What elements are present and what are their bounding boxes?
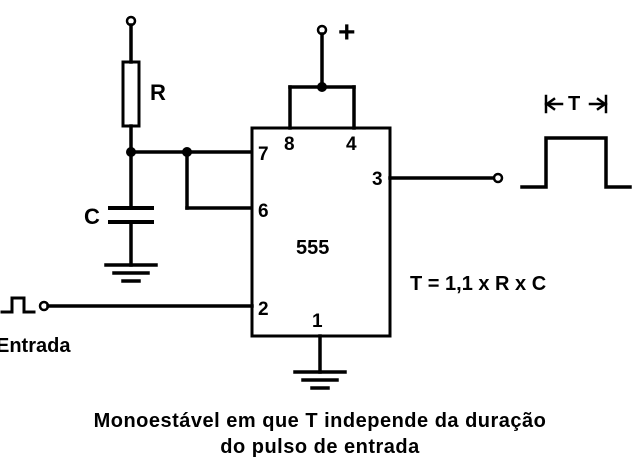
pin-6-label: 6	[258, 201, 269, 222]
supply-label: +	[338, 16, 356, 49]
input-pulse-waveform	[0, 296, 36, 314]
ic-555-body	[250, 126, 392, 338]
resistor	[121, 60, 141, 128]
pin-2-label: 2	[258, 299, 269, 320]
caption-line-1: Monoestável em que T independe da duraçã…	[93, 410, 547, 432]
resistor-label: R	[150, 80, 166, 105]
ground-symbol-ic	[293, 370, 347, 390]
circuit-diagram: + R C 555 8 4 7 6 3 2 1 T = 1,1 x R x C …	[0, 15, 632, 390]
capacitor-label: C	[84, 204, 100, 229]
junction-dot-supply	[317, 82, 327, 92]
period-marker	[544, 94, 608, 114]
junction-dot-rc	[126, 147, 136, 157]
pin-8-label: 8	[284, 134, 295, 155]
pin-3-label: 3	[372, 169, 383, 190]
ground-symbol-capacitor	[104, 263, 158, 283]
period-label: T	[568, 93, 580, 115]
ic-label: 555	[296, 237, 329, 259]
caption-line-2: do pulso de entrada	[220, 436, 420, 458]
junction-dot-pin7-pin6	[182, 147, 192, 157]
output-pulse-waveform	[520, 136, 632, 189]
capacitor-branch	[108, 150, 154, 267]
pin-7-label: 7	[258, 144, 269, 165]
pin-1-label: 1	[312, 311, 323, 332]
resistor-branch	[121, 15, 141, 154]
output-terminal	[492, 172, 504, 184]
formula-label: T = 1,1 x R x C	[410, 273, 546, 295]
input-label: Entrada	[0, 335, 71, 357]
pin-4-label: 4	[346, 134, 357, 155]
